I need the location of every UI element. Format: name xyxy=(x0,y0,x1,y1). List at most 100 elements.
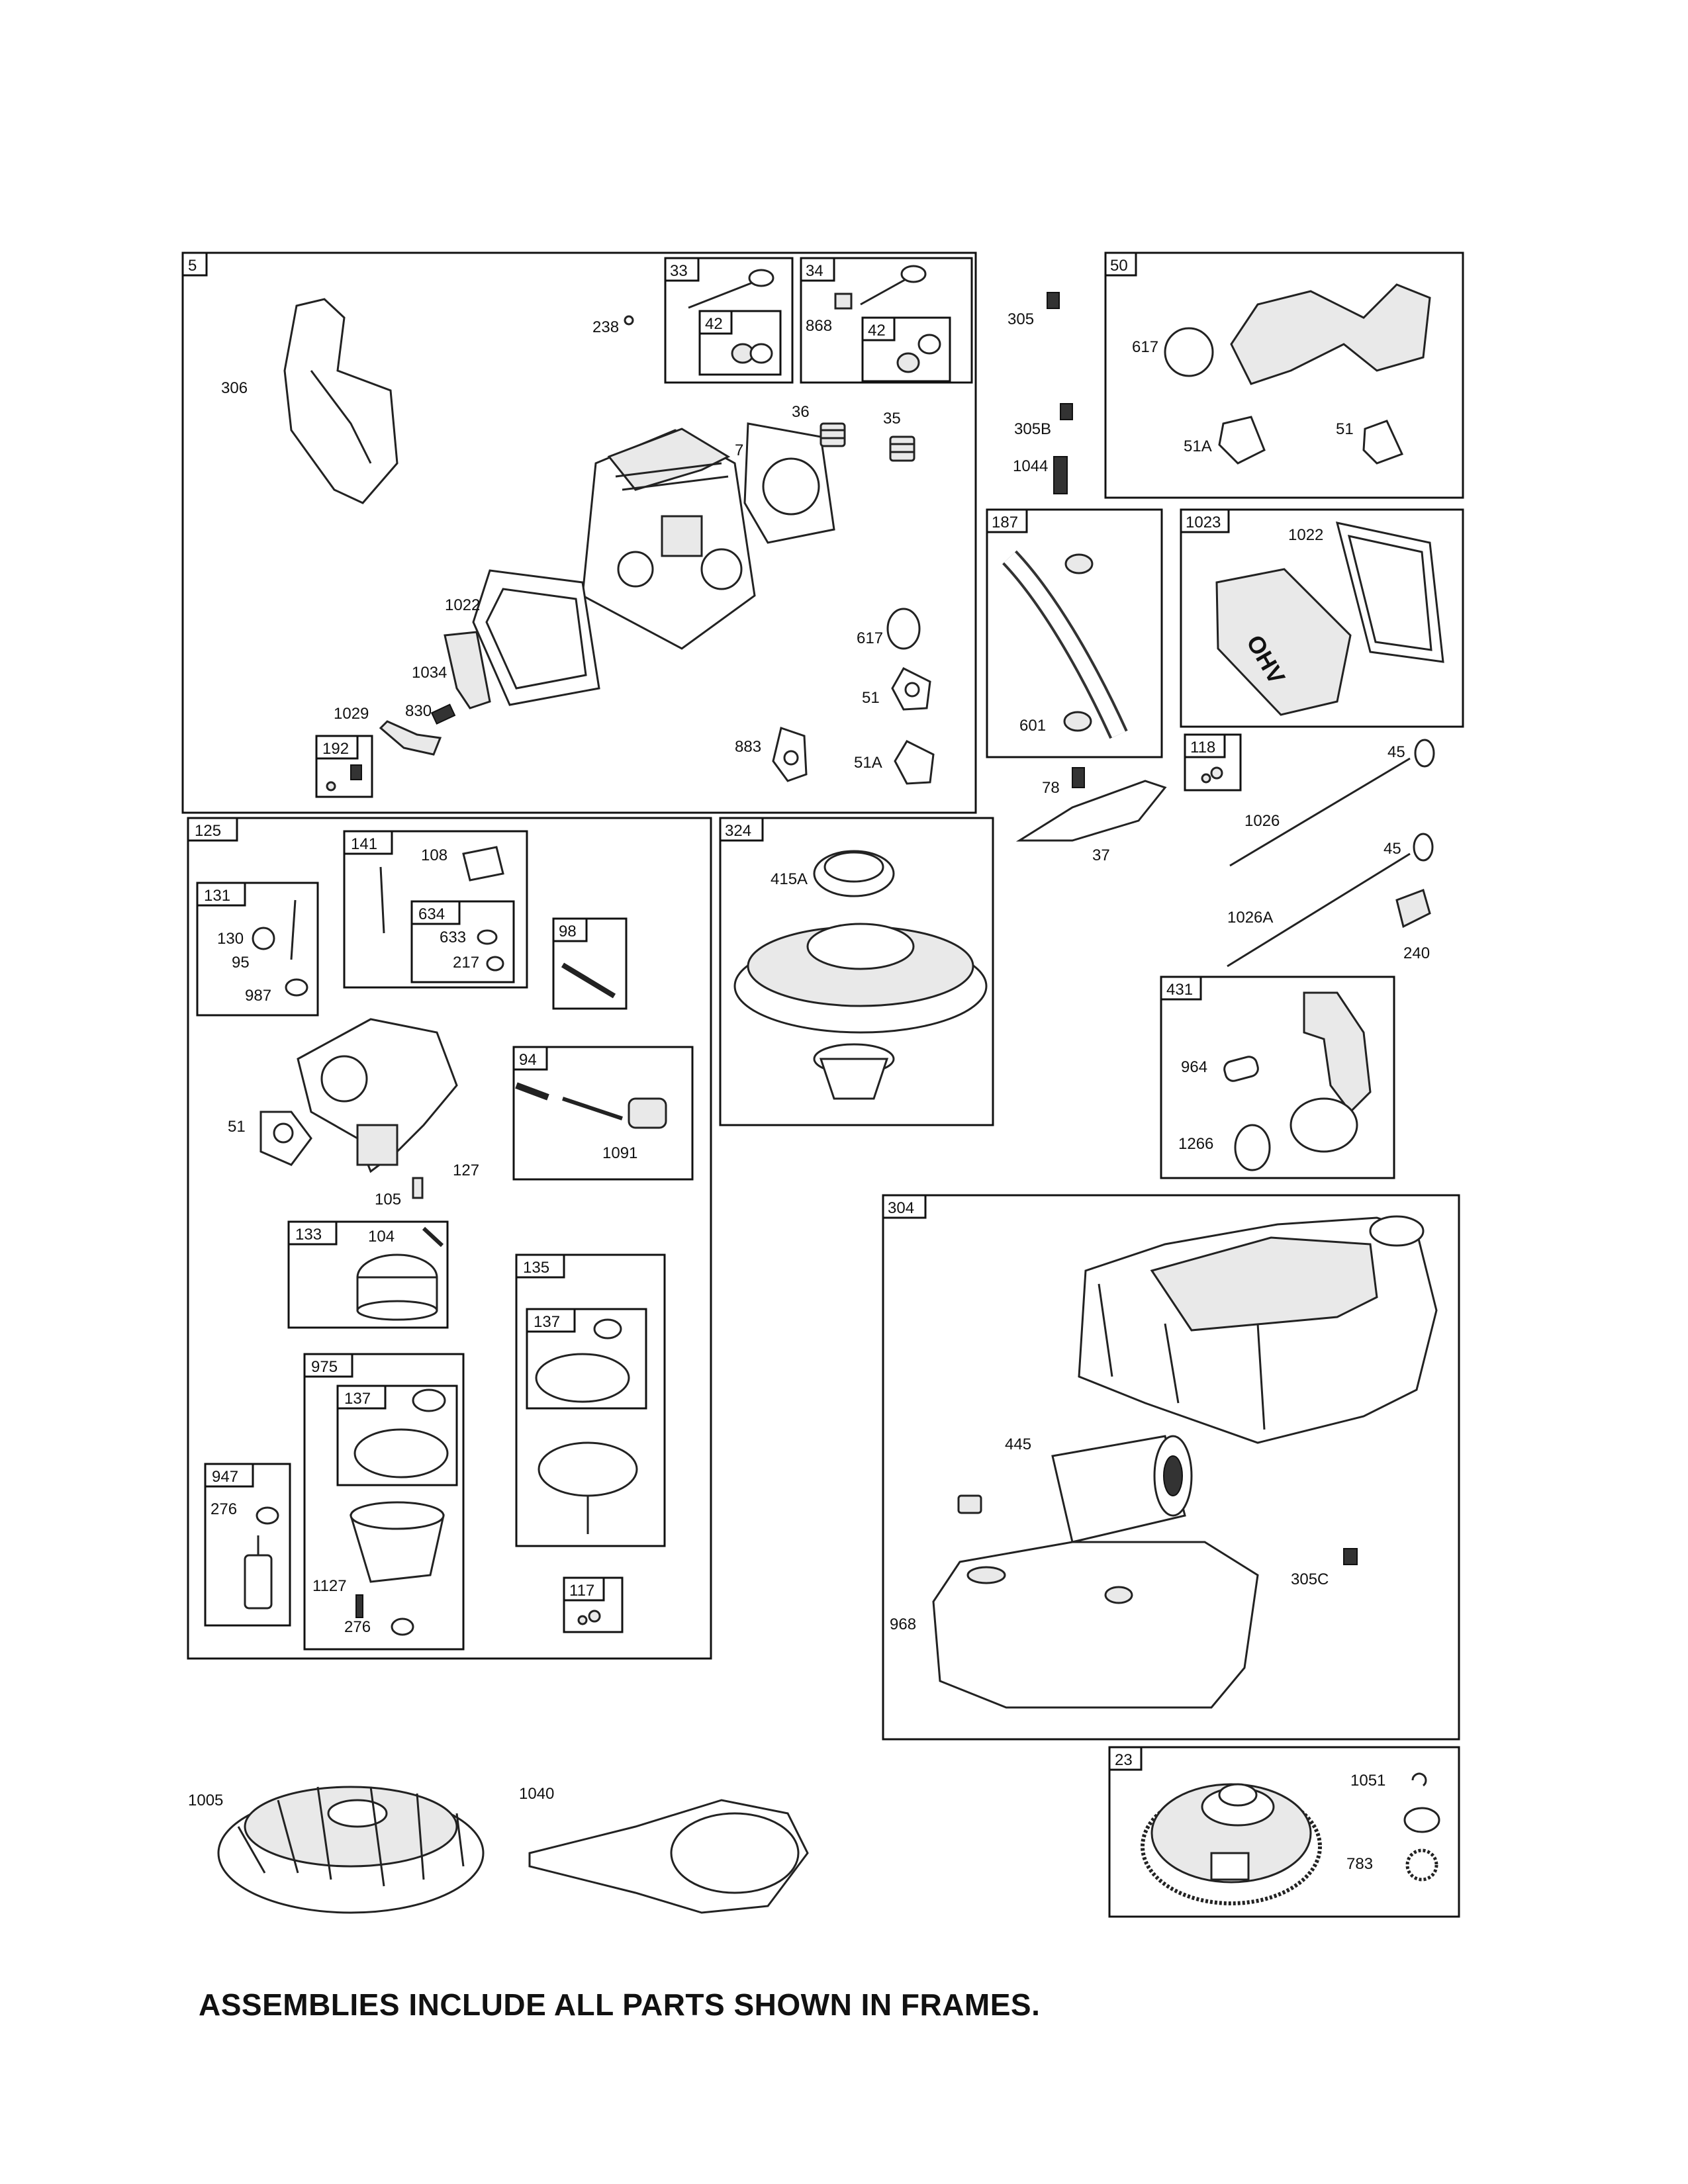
rocker-gasket-icon xyxy=(472,569,600,706)
gasket-icon xyxy=(1362,420,1404,465)
gasket-icon xyxy=(1218,416,1266,465)
part-label: 217 xyxy=(453,954,479,972)
frame-tag: 975 xyxy=(311,1358,338,1376)
breather-icon xyxy=(444,631,491,709)
part-label: 830 xyxy=(405,702,432,720)
part-label: 51 xyxy=(1336,420,1354,438)
frame-tag: 5 xyxy=(188,257,197,275)
part-label: 968 xyxy=(890,1615,916,1633)
fan-retainer-icon xyxy=(528,1799,809,1914)
frame-tag: 118 xyxy=(1190,739,1215,756)
part-label: 987 xyxy=(245,987,271,1005)
part-label: 633 xyxy=(440,929,466,946)
part-label: 105 xyxy=(375,1191,401,1208)
part-label: 415A xyxy=(771,870,808,888)
part-label: 1266 xyxy=(1178,1135,1213,1153)
frame-tag: 42 xyxy=(705,315,723,333)
frame-tag: 141 xyxy=(351,835,377,853)
frame-tag: 50 xyxy=(1110,257,1128,275)
part-label: 35 xyxy=(883,410,901,428)
part-labels: 238 868 305 617 306 36 35 7 305B 51A 51 … xyxy=(188,310,1430,1873)
frame-tag: 304 xyxy=(888,1199,914,1217)
part-label: 37 xyxy=(1092,846,1110,864)
dipstick-icon xyxy=(1227,739,1435,968)
loose-hardware xyxy=(1047,292,1073,494)
fan-icon xyxy=(217,1786,485,1914)
frame-23: 23 xyxy=(1108,1746,1460,1918)
rocker-cover-icon xyxy=(1215,568,1352,716)
part-label: 276 xyxy=(344,1618,371,1636)
part-label: 1044 xyxy=(1013,457,1048,475)
bracket-icon xyxy=(1015,767,1167,842)
frame-tag: 634 xyxy=(418,905,445,923)
frame-tag: 431 xyxy=(1166,981,1193,999)
washer-icon xyxy=(1403,1807,1440,1833)
valve-icon xyxy=(834,265,941,373)
part-label: 36 xyxy=(792,403,810,421)
part-label: 305B xyxy=(1014,420,1051,438)
part-label: 306 xyxy=(221,379,248,397)
starter-gear-icon xyxy=(1405,1848,1438,1882)
part-label: 1051 xyxy=(1350,1772,1385,1790)
nut-icon xyxy=(624,315,634,326)
frame-1023: 1023 OHV xyxy=(1180,508,1464,728)
frame-tag: 98 xyxy=(559,923,577,940)
part-label: 7 xyxy=(735,441,743,459)
frame-tag: 94 xyxy=(519,1051,537,1069)
clamp-icon xyxy=(1063,711,1092,732)
intake-manifold-icon xyxy=(1230,283,1431,385)
part-label: 78 xyxy=(1042,779,1060,797)
frame-tag: 137 xyxy=(534,1313,560,1331)
part-label: 783 xyxy=(1346,1855,1373,1873)
frame-tag: 125 xyxy=(195,822,221,840)
part-label: 1022 xyxy=(1288,526,1323,544)
flywheel-icon xyxy=(1141,1783,1322,1905)
frame-324: 324 xyxy=(719,817,994,1126)
frame-tag: 34 xyxy=(806,262,823,280)
frame-tag: 42 xyxy=(868,322,886,340)
clamp-icon xyxy=(1064,553,1094,574)
o-ring-icon xyxy=(886,608,921,650)
part-label: 305 xyxy=(1008,310,1034,328)
frame-tag: 324 xyxy=(725,822,751,840)
part-label: 1005 xyxy=(188,1792,223,1809)
part-label: 276 xyxy=(211,1500,237,1518)
part-label: 1091 xyxy=(602,1144,637,1162)
air-filter-icon xyxy=(1051,1435,1193,1543)
part-label: 51 xyxy=(862,689,880,707)
shroud-deflector-icon xyxy=(283,298,399,504)
screw-icon xyxy=(326,764,362,792)
part-label: 305C xyxy=(1291,1570,1329,1588)
breather-tube-icon xyxy=(1303,991,1372,1114)
part-label: 617 xyxy=(1132,338,1158,356)
part-label: 868 xyxy=(806,317,832,335)
gasket-icon xyxy=(894,740,935,785)
frame-tag: 1023 xyxy=(1186,514,1221,531)
cylinder-head-icon xyxy=(581,428,756,650)
part-label: 51 xyxy=(228,1118,246,1136)
part-label: 617 xyxy=(857,629,883,647)
part-label: 1127 xyxy=(312,1577,347,1595)
frame-tag: 23 xyxy=(1115,1751,1133,1769)
valve-spring-icon xyxy=(820,422,915,462)
part-label: 130 xyxy=(217,930,244,948)
part-label: 1022 xyxy=(445,596,480,614)
carburetor-icon xyxy=(259,1018,458,1199)
part-label: 601 xyxy=(1019,717,1046,735)
o-ring-icon xyxy=(1164,327,1214,377)
part-label: 51A xyxy=(1184,437,1212,455)
frame-tag: 187 xyxy=(992,514,1018,531)
frame-187: 187 xyxy=(986,508,1163,758)
frame-tag: 133 xyxy=(295,1226,322,1244)
frame-5: 5 33 42 34 42 xyxy=(181,251,977,814)
part-label: 964 xyxy=(1181,1058,1207,1076)
part-label: 108 xyxy=(421,846,447,864)
part-label: 238 xyxy=(592,318,619,336)
frame-tag: 33 xyxy=(670,262,688,280)
frame-tag: 135 xyxy=(523,1259,549,1277)
part-label: 883 xyxy=(735,738,761,756)
part-label: 95 xyxy=(232,954,250,972)
frame-50: 50 xyxy=(1104,251,1464,499)
part-label: 240 xyxy=(1403,944,1430,962)
